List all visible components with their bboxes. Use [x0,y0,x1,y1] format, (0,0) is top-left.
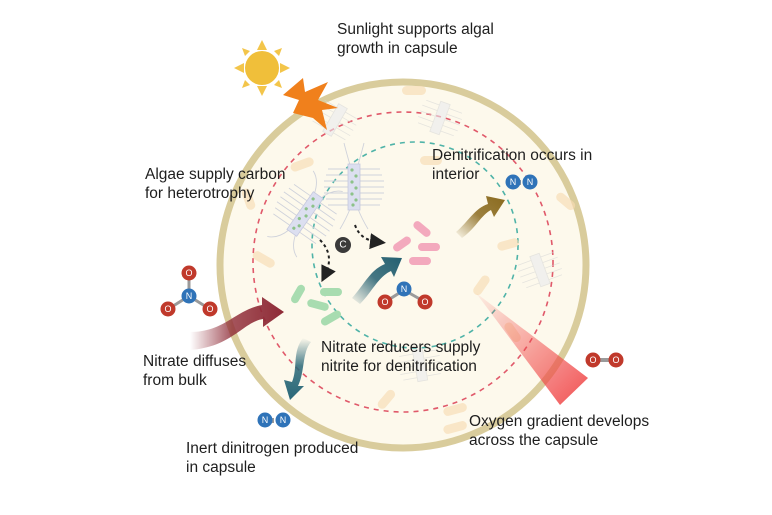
nitrate-molecule-icon: O N O O [160,265,218,317]
svg-text:O: O [185,268,192,278]
algae-cell-left [267,170,343,258]
oxygen-gradient-wedge [476,293,588,405]
carbon-flow-arrows [319,224,386,283]
svg-text:O: O [164,304,171,314]
nitrite-molecule-icon: O N O [377,281,433,310]
label-oxygen-gradient: Oxygen gradient develops across the caps… [469,413,650,449]
algae-cell-right [324,142,384,230]
nitrite-transfer-arrow [352,257,402,304]
svg-text:N: N [262,415,269,425]
svg-text:O: O [612,355,619,365]
nitrate-diffusion-arrow [190,297,284,350]
capsule [216,78,590,452]
svg-text:O: O [589,355,596,365]
label-sunlight: Sunlight supports algal growth in capsul… [337,21,494,57]
svg-text:N: N [527,177,534,187]
sun-icon [234,40,290,96]
label-denitrification: Denitrification occurs in interior [432,147,593,183]
background-algae [312,99,563,383]
svg-text:N: N [186,291,193,301]
svg-text:O: O [206,304,213,314]
denitrifying-bacteria [393,221,440,265]
denitrification-arrow [456,196,505,238]
svg-text:N: N [280,415,287,425]
svg-text:O: O [381,297,388,307]
carbon-atom-icon: C [335,237,351,253]
svg-text:N: N [510,177,517,187]
oxygen-molecule-icon: O O [585,352,624,368]
outer-oxic-boundary [252,111,554,413]
svg-text:N: N [401,284,408,294]
label-nitrate-reducers: Nitrate reducers supply nitrite for deni… [321,339,481,375]
svg-text:C: C [339,240,346,251]
label-nitrate-diffuses: Nitrate diffuses from bulk [143,353,247,389]
lightning-bolt-icon [283,78,338,130]
nitrate-reducing-bacteria [291,284,342,326]
released-dinitrogen-molecule-icon: N N [257,412,291,428]
label-inert-dinitrogen: Inert dinitrogen produced in capsule [186,440,359,476]
dinitrogen-release-arrow [284,338,311,400]
label-algae-carbon: Algae supply carbon for heterotrophy [145,166,286,202]
svg-text:O: O [421,297,428,307]
dinitrogen-molecule-icon: N N [505,174,538,190]
